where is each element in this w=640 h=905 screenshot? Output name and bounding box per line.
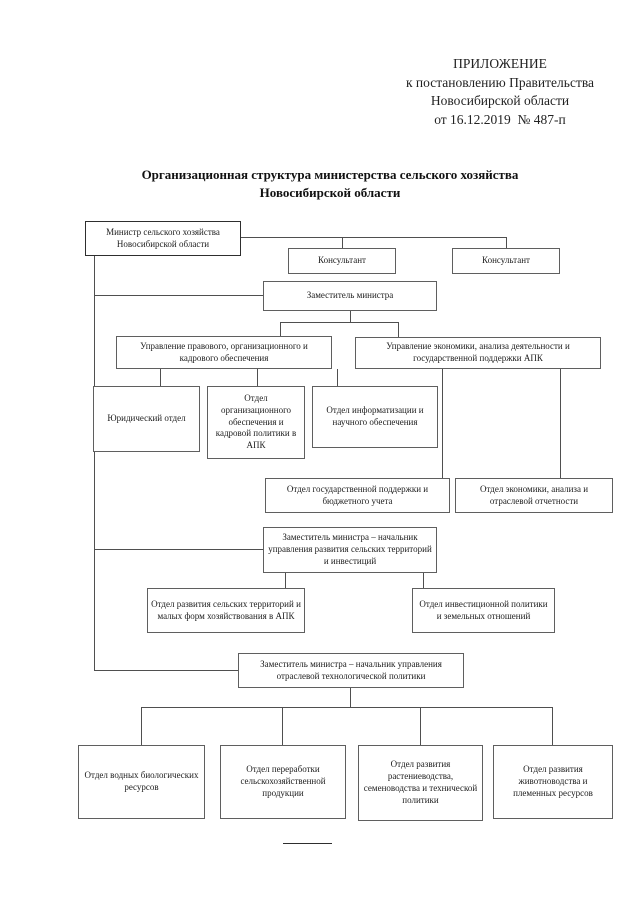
connector-drop-consultant-left [342,237,343,248]
connector-branch-deputy-minister [94,295,263,296]
connector-deputy-down [350,311,351,322]
org-box-deputy-tech: Заместитель министра – начальник управле… [238,653,464,688]
org-box-state-support-dept: Отдел государственной поддержки и бюджет… [265,478,450,513]
connector-mgmt-split [280,322,398,323]
org-box-org-dept: Отдел организационного обеспечения и кад… [207,386,305,459]
org-box-mgmt-econ: Управление экономики, анализа деятельнос… [355,337,601,369]
org-box-consultant-left: Консультант [288,248,396,274]
connector-drop-info-dept [337,369,338,386]
appendix-header-line: ПРИЛОЖЕНИЕ [453,56,547,71]
appendix-header: ПРИЛОЖЕНИЕ к постановлению Правительства… [368,55,632,130]
org-box-mgmt-legal: Управление правового, организационного и… [116,336,332,369]
footnote-rule [283,843,332,844]
connector-drop-mgmt-econ [398,322,399,337]
org-box-minister: Министр сельского хозяйства Новосибирско… [85,221,241,256]
connector-branch-deputy-rural [94,549,263,550]
org-box-legal-dept: Юридический отдел [93,386,200,452]
connector-bottom-split [141,707,552,708]
connector-drop-legal-dept [160,369,161,386]
appendix-header-line: к постановлению Правительства [405,74,595,90]
appendix-header-line: от 16.12.2019 № 487-п [434,111,566,127]
org-box-econ-dept: Отдел экономики, анализа и отраслевой от… [455,478,613,513]
org-box-invest-dept: Отдел инвестиционной политики и земельны… [412,588,555,633]
appendix-header-line: Новосибирской области [430,93,570,109]
connector-drop-support-dept [442,369,443,478]
connector-drop-processing-dept [282,707,283,745]
org-box-rural-dept: Отдел развития сельских территорий и мал… [147,588,305,633]
org-box-water-dept: Отдел водных биологических ресурсов [78,745,205,819]
connector-drop-invest-dept [423,573,424,588]
connector-drop-water-dept [141,707,142,745]
org-box-livestock-dept: Отдел развития животноводства и племенны… [493,745,613,819]
org-box-deputy-rural: Заместитель министра – начальник управле… [263,527,437,573]
connector-minister-consultants [240,237,506,238]
org-box-crop-dept: Отдел развития растениеводства, семеново… [358,745,483,821]
connector-drop-consultant-right [506,237,507,248]
org-box-deputy-minister: Заместитель министра [263,281,437,311]
connector-branch-deputy-tech [94,670,238,671]
connector-drop-org-dept [257,369,258,386]
connector-drop-crop-dept [420,707,421,745]
connector-drop-rural-dept [285,573,286,588]
org-box-consultant-right: Консультант [452,248,560,274]
connector-drop-mgmt-legal [280,322,281,336]
page-title: Организационная структура министерства с… [141,167,519,200]
org-box-info-dept: Отдел информатизации и научного обеспече… [312,386,438,448]
connector-drop-livestock-dept [552,707,553,745]
org-box-processing-dept: Отдел переработки сельскохозяйственной п… [220,745,346,819]
connector-deputy-tech-down [350,688,351,707]
connector-left-spine [94,256,95,671]
connector-drop-econ-dept [560,369,561,478]
